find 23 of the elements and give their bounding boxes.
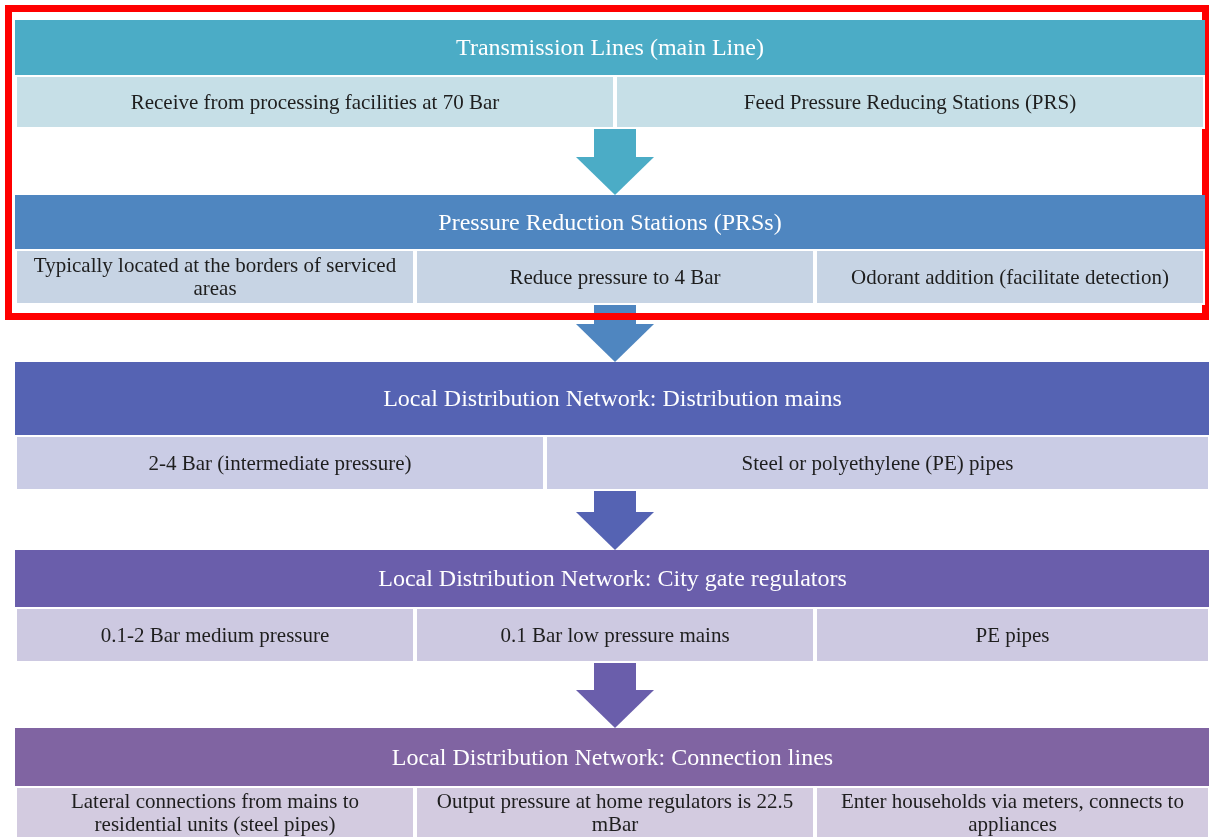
info-cell: Lateral connections from mains to residential units (steel pipes) bbox=[15, 786, 415, 839]
info-cell: Receive from processing facilities at 70 Bar bbox=[15, 75, 615, 129]
highlight-frame bbox=[5, 5, 1209, 320]
header-band: Local Distribution Network: City gate regulators bbox=[15, 550, 1209, 607]
info-cell: 0.1-2 Bar medium pressure bbox=[15, 607, 415, 663]
info-cell: Feed Pressure Reducing Stations (PRS) bbox=[615, 75, 1205, 129]
header-band: Local Distribution Network: Connection lines bbox=[15, 728, 1209, 786]
down-arrow bbox=[576, 129, 654, 195]
header-band: Pressure Reduction Stations (PRSs) bbox=[15, 195, 1205, 249]
header-band: Local Distribution Network: Distribution mains bbox=[15, 362, 1209, 435]
info-cell: Reduce pressure to 4 Bar bbox=[415, 249, 815, 305]
info-cell: Output pressure at home regulators is 22.5 mBar bbox=[415, 786, 815, 839]
down-arrow bbox=[576, 305, 654, 362]
info-cell: Enter households via meters, connects to appliances bbox=[815, 786, 1209, 839]
info-cell: PE pipes bbox=[815, 607, 1209, 663]
header-band: Transmission Lines (main Line) bbox=[15, 20, 1205, 75]
info-cell: Steel or polyethylene (PE) pipes bbox=[545, 435, 1209, 491]
info-cell: 0.1 Bar low pressure mains bbox=[415, 607, 815, 663]
info-cell: Odorant addition (facilitate detection) bbox=[815, 249, 1205, 305]
info-cell: Typically located at the borders of serviced areas bbox=[15, 249, 415, 305]
down-arrow bbox=[576, 663, 654, 728]
down-arrow bbox=[576, 491, 654, 550]
info-cell: 2-4 Bar (intermediate pressure) bbox=[15, 435, 545, 491]
